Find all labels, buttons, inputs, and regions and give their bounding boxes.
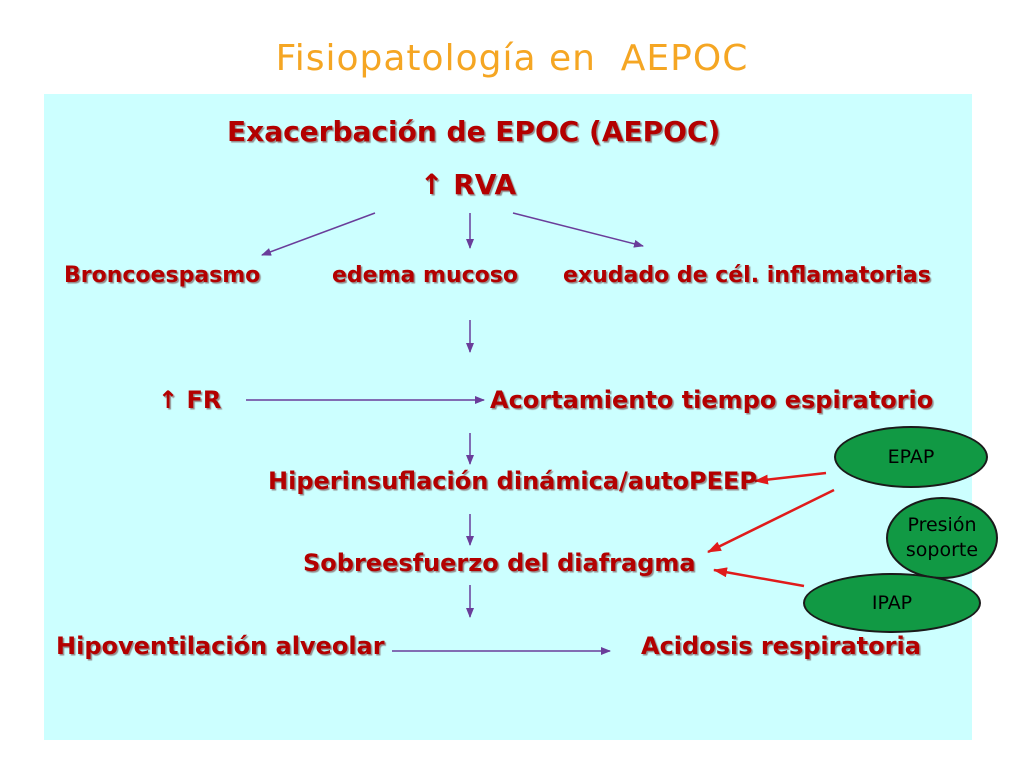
arrow-epap-sobreesfuerzo [707,488,835,554]
node-acortamiento: Acortamiento tiempo espiratorio [490,386,934,414]
ipap-ellipse: IPAP [803,573,981,633]
node-exacerbation: Exacerbación de EPOC (AEPOC) [227,115,721,148]
arrow-rva-exudado [512,212,644,248]
presion-soporte-ellipse: Presión soporte [886,497,998,579]
node-broncoespasmo: Broncoespasmo [64,263,261,288]
node-edema: edema mucoso [332,263,518,288]
epap-ellipse: EPAP [834,426,988,488]
node-rva: ↑ RVA [420,168,517,201]
arrow-ipap-sobreesfuerzo [713,567,805,588]
node-sobreesfuerzo: Sobreesfuerzo del diafragma [303,549,696,577]
diagram-panel [44,94,972,740]
arrow-epap-hiperinsuflacion [754,471,827,485]
node-hipoventilacion: Hipoventilación alveolar [56,632,385,660]
node-acidosis: Acidosis respiratoria [641,632,921,660]
page-title: Fisiopatología en AEPOC [275,38,749,79]
node-hiperinsuflacion: Hiperinsuflación dinámica/autoPEEP [268,467,757,495]
node-exudado: exudado de cél. inflamatorias [563,263,931,288]
node-fr: ↑ FR [158,386,222,414]
arrow-rva-broncoespasmo [261,212,376,256]
